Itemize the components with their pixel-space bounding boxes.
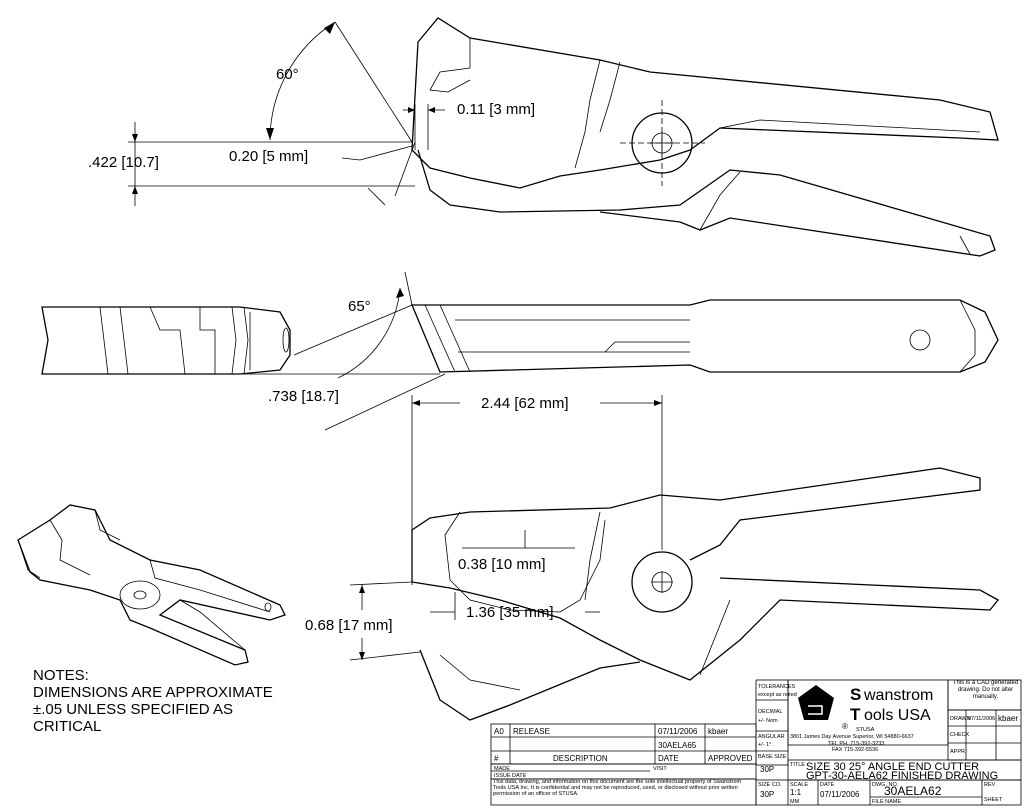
angular-label: ANGULAR xyxy=(758,734,785,740)
issue-label: ISSUE DATE xyxy=(494,773,527,779)
cutter-top-view xyxy=(411,17,999,257)
title-label: TITLE xyxy=(790,762,805,768)
drawn-date: 07/11/2006 xyxy=(968,716,995,722)
notes-line-2: ±.05 UNLESS SPECIFIED AS xyxy=(33,701,233,718)
size-label: SIZE CO. xyxy=(758,782,782,788)
tolerances-label: TOLERANCES xyxy=(758,684,796,690)
registered-mark: ® xyxy=(842,722,848,731)
notes-block: NOTES: DIMENSIONS ARE APPROXIMATE ±.05 U… xyxy=(33,667,273,735)
title-block: A0 RELEASE 07/11/2006 kbaer 30AELA65 # D… xyxy=(490,679,1022,806)
rev-label: REV xyxy=(984,782,996,788)
cutter-lower-view xyxy=(411,467,999,721)
dimension-labels: 60° 0.11 [3 mm] .422 [10.7] 0.20 [5 mm] … xyxy=(88,66,569,634)
cad-note: This is a CAD generated drawing. Do not … xyxy=(952,680,1019,700)
decimal-value: +/- Nom xyxy=(758,718,778,724)
base-size-label: BASE SIZE xyxy=(758,754,787,760)
angular-value: +/- 1° xyxy=(758,742,771,748)
dwg-label: DWG. NO. xyxy=(872,782,899,788)
company-cap-s: S xyxy=(850,685,861,704)
tolerances-sub: except as noted xyxy=(758,692,797,698)
made-label: MADE xyxy=(494,766,510,772)
units-value: MM xyxy=(790,799,800,805)
company-name-line1: wanstrom xyxy=(863,687,933,704)
rev-col-date: DATE xyxy=(658,754,679,763)
notes-heading: NOTES: xyxy=(33,667,89,684)
company-cap-t: T xyxy=(850,705,861,724)
scale-value: 1:1 xyxy=(790,788,802,797)
dim-jaw-depth: 0.20 [5 mm] xyxy=(229,148,308,165)
date-label: DATE xyxy=(820,782,835,788)
rev-col-hash: # xyxy=(494,754,499,763)
company-phone: TEL PH. 715-392-3233 xyxy=(828,741,884,747)
dim-opening-depth: 0.38 [10 mm] xyxy=(458,556,546,573)
company-stusa: STUSA xyxy=(856,727,875,733)
middle-view-dimensions xyxy=(228,271,446,431)
drawn-label: DRAWN xyxy=(950,716,971,722)
size-value: 30P xyxy=(760,790,774,799)
dim-length: 2.44 [62 mm] xyxy=(481,395,569,412)
title-line-1: SIZE 30 25° ANGLE END CUTTER xyxy=(806,761,979,773)
dwg-number: 30AELA62 xyxy=(884,784,942,798)
scale-label: SCALE xyxy=(790,782,808,788)
appr-label: APPR. xyxy=(950,749,967,755)
rev-date: 07/11/2006 xyxy=(658,727,698,736)
lower-view-dimensions xyxy=(349,395,663,661)
rev-col-approved: APPROVED xyxy=(708,754,753,763)
base-size-value: 30P xyxy=(760,765,774,774)
dim-tip-width: 0.11 [3 mm] xyxy=(457,101,535,118)
swanstrom-logo-icon xyxy=(798,685,834,720)
rev-letter: A0 xyxy=(494,727,504,736)
dim-angle-side: 65° xyxy=(348,298,371,315)
date-value: 07/11/2006 xyxy=(820,790,860,799)
notes-line-3: CRITICAL xyxy=(33,718,101,735)
title-line-2: GPT-30-AELA62 FINISHED DRAWING xyxy=(806,770,998,782)
dim-side-depth: .738 [18.7] xyxy=(268,388,339,405)
top-view-dimensions xyxy=(128,21,445,206)
dim-height-top: .422 [10.7] xyxy=(88,154,159,171)
company-address: 3801 James Day Avenue Superior, WI 54880… xyxy=(790,734,914,740)
dim-opening-length: 1.36 [35 mm] xyxy=(466,604,554,621)
decimal-label: DECIMAL xyxy=(758,709,782,715)
notes-line-1: DIMENSIONS ARE APPROXIMATE xyxy=(33,684,273,701)
cutter-isometric-view xyxy=(17,504,286,666)
rev-col-description: DESCRIPTION xyxy=(553,754,608,763)
visit-label: VISIT xyxy=(653,766,667,772)
cutter-middle-view xyxy=(41,299,999,375)
dim-opening-height: 0.68 [17 mm] xyxy=(305,617,393,634)
rev-ref: 30AELA65 xyxy=(658,741,697,750)
dim-angle-top: 60° xyxy=(276,66,299,83)
check-label: CHECK xyxy=(950,732,970,738)
company-fax: FAX 715-392-5536 xyxy=(832,747,878,753)
rev-approved: kbaer xyxy=(708,727,728,736)
file-label: FILE NAME xyxy=(872,799,901,805)
legal-notice: This data, drawing, and information on t… xyxy=(493,779,742,798)
sheet-label: SHEET xyxy=(984,797,1003,803)
company-name-line2: ools USA xyxy=(864,707,931,724)
drawn-by: kbaer xyxy=(998,714,1018,723)
rev-description: RELEASE xyxy=(513,727,550,736)
